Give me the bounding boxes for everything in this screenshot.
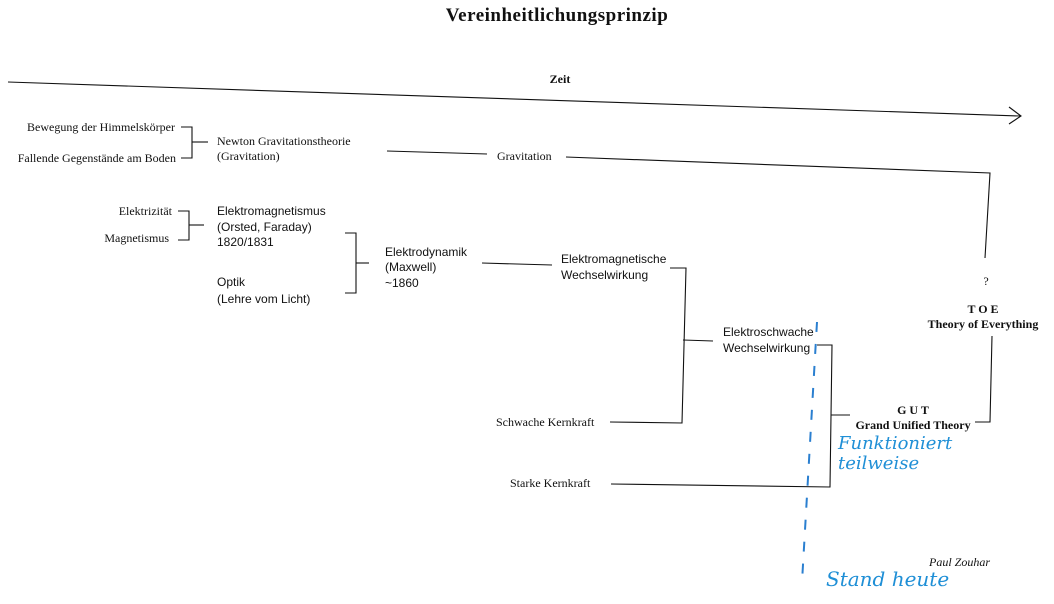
optics-description: (Lehre vom Licht) xyxy=(217,292,310,306)
gut-to-toe-connector xyxy=(975,335,993,423)
handwritten-note-line1: Funktioniert xyxy=(837,433,953,454)
electrodynamics-to-em-interaction-connector xyxy=(481,262,553,266)
em-interaction-sublabel: Wechselwirkung xyxy=(561,268,648,282)
celestial-motion-label: Bewegung der Himmelskörper xyxy=(27,120,175,134)
gravitation-label: Gravitation xyxy=(497,149,552,163)
gravitation-to-toe-connector xyxy=(565,156,991,259)
newton-theory-sublabel: (Gravitation) xyxy=(217,149,280,163)
strong-force-label: Starke Kernkraft xyxy=(510,476,591,490)
em-bracket xyxy=(178,210,204,241)
falling-objects-label: Fallende Gegenstände am Boden xyxy=(18,151,176,165)
current-state-dashed-line xyxy=(801,321,818,583)
electricity-label: Elektrizität xyxy=(119,204,173,218)
electroweak-sublabel: Wechselwirkung xyxy=(723,341,810,355)
newton-theory-label: Newton Gravitationstheorie xyxy=(217,134,351,148)
electroweak-bracket-stem xyxy=(682,339,714,342)
diagram-title: Vereinheitlichungsprinzip xyxy=(446,5,669,26)
em-interaction-label: Elektromagnetische xyxy=(561,252,667,266)
gravity-bracket xyxy=(181,126,208,159)
gut-bracket xyxy=(610,344,833,488)
timeline-label: Zeit xyxy=(550,72,571,86)
electrodynamics-author: (Maxwell) xyxy=(385,260,436,274)
electroweak-label: Elektroschwache xyxy=(723,325,814,339)
electrodynamics-bracket xyxy=(345,232,369,294)
toe-question-mark: ? xyxy=(983,274,988,288)
weak-force-label: Schwache Kernkraft xyxy=(496,415,595,429)
electromagnetism-label: Elektromagnetismus xyxy=(217,204,326,218)
electromagnetism-researchers: (Orsted, Faraday) xyxy=(217,220,312,234)
newton-to-gravitation-connector xyxy=(386,150,488,155)
electromagnetism-years: 1820/1831 xyxy=(217,235,274,249)
author-name: Paul Zouhar xyxy=(928,555,990,569)
timeline-arrow xyxy=(7,81,1022,125)
gut-abbreviation: G U T xyxy=(897,403,929,417)
optics-label: Optik xyxy=(217,275,246,289)
electrodynamics-label: Elektrodynamik xyxy=(385,245,468,259)
toe-full-name: Theory of Everything xyxy=(928,317,1039,331)
handwritten-bottom-note: Stand heute xyxy=(826,567,949,591)
handwritten-note-line2: teilweise xyxy=(838,453,919,474)
gut-full-name: Grand Unified Theory xyxy=(855,418,970,432)
electrodynamics-year: ~1860 xyxy=(385,276,419,290)
toe-abbreviation: T O E xyxy=(967,302,998,316)
electroweak-bracket xyxy=(609,267,687,424)
magnetism-label: Magnetismus xyxy=(104,231,169,245)
